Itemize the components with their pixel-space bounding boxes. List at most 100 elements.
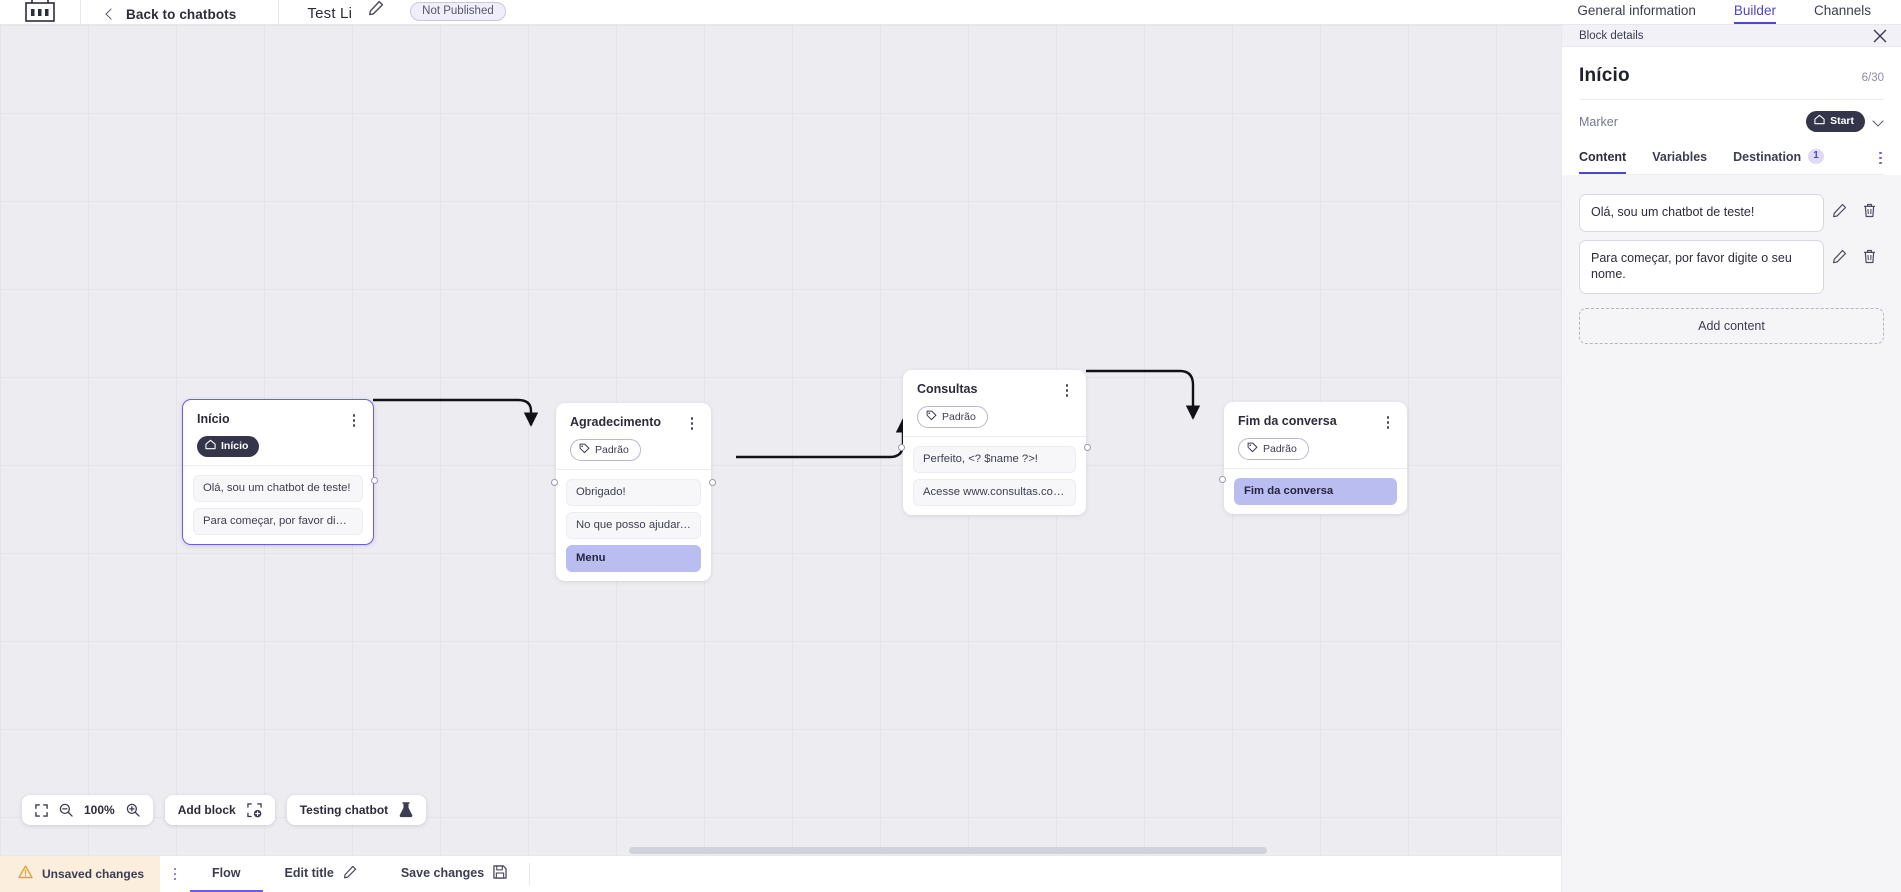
top-tabs: General information Builder Channels	[1577, 3, 1901, 24]
node-tag-label: Padrão	[1263, 442, 1297, 455]
tag-icon	[1247, 442, 1258, 456]
node-items: Fim da conversa	[1224, 469, 1407, 505]
node-tag-default: Padrão	[1238, 438, 1309, 460]
node-item[interactable]: Olá, sou um chatbot de teste!	[193, 475, 363, 502]
tab-general-information[interactable]: General information	[1577, 3, 1696, 18]
panel-tab-variables-label: Variables	[1652, 149, 1708, 164]
panel-char-count: 6/30	[1861, 72, 1884, 84]
flow-node-agradecimento[interactable]: Agradecimento Padrão Obrigado! No	[551, 403, 716, 581]
panel-tab-destination[interactable]: Destination 1	[1733, 142, 1824, 174]
node-header: Consultas	[903, 370, 1086, 399]
testing-chatbot-label: Testing chatbot	[299, 803, 389, 817]
node-input-port[interactable]	[1219, 476, 1226, 483]
panel-tabs: Content Variables Destination 1	[1579, 142, 1884, 175]
node-item[interactable]: Perfeito, <? $name ?>!	[913, 446, 1076, 473]
content-item-row: Olá, sou um chatbot de teste!	[1579, 194, 1884, 232]
node-item[interactable]: No que posso ajudar, <? $name ...	[566, 512, 701, 539]
kebab-menu-icon[interactable]	[685, 415, 699, 432]
node-item[interactable]: Acesse www.consultas.com par...	[913, 479, 1076, 506]
unsaved-changes-label: Unsaved changes	[42, 867, 145, 881]
node-item[interactable]: Para começar, por favor digite o ...	[193, 508, 363, 535]
save-disk-icon	[493, 864, 507, 882]
panel-header-label: Block details	[1579, 29, 1644, 42]
node-item[interactable]: Obrigado!	[566, 479, 701, 506]
panel-tab-destination-label: Destination	[1733, 149, 1802, 164]
status-tab-flow[interactable]: Flow	[190, 856, 263, 892]
status-bar-divider	[529, 863, 531, 885]
node-header: Agradecimento	[556, 403, 711, 432]
fit-screen-icon[interactable]	[35, 803, 48, 817]
save-changes-button[interactable]: Save changes	[379, 856, 529, 892]
zoom-in-icon[interactable]	[126, 803, 140, 817]
node-input-port[interactable]	[551, 479, 558, 486]
kebab-menu-icon[interactable]	[1381, 414, 1395, 431]
node-input-port[interactable]	[898, 444, 905, 451]
chevron-down-icon[interactable]	[1873, 116, 1884, 127]
pencil-icon[interactable]	[1824, 240, 1854, 264]
warning-triangle-icon	[18, 864, 33, 884]
panel-tab-variables[interactable]: Variables	[1652, 143, 1707, 174]
add-block-label: Add block	[177, 803, 236, 817]
content-item-text[interactable]: Olá, sou um chatbot de teste!	[1579, 194, 1824, 232]
node-item-fim[interactable]: Fim da conversa	[1234, 478, 1397, 505]
node-tag-row: Padrão	[1224, 431, 1407, 460]
status-bar-kebab-menu-icon[interactable]	[160, 856, 190, 892]
node-tag-default: Padrão	[570, 439, 641, 461]
flow-node-inicio[interactable]: Início Início Olá, sou um chatbot de tes…	[182, 399, 378, 545]
header-divider	[80, 0, 81, 24]
add-content-button[interactable]: Add content	[1579, 307, 1884, 344]
node-output-port[interactable]	[371, 477, 378, 484]
trash-icon[interactable]	[1854, 194, 1884, 218]
node-items: Perfeito, <? $name ?>! Acesse www.consul…	[903, 437, 1086, 506]
node-tag-label: Início	[221, 440, 249, 452]
flow-node-fim-da-conversa[interactable]: Fim da conversa Padrão Fim da conversa	[1219, 402, 1407, 514]
add-block-button[interactable]: Add block	[164, 795, 275, 825]
node-output-port[interactable]	[709, 479, 716, 486]
header-divider-2	[278, 0, 280, 24]
content-item-row: Para começar, por favor digite o seu nom…	[1579, 239, 1884, 294]
edit-title-button[interactable]: Edit title	[263, 856, 379, 892]
scrollbar-thumb[interactable]	[629, 847, 1267, 854]
node-item-menu[interactable]: Menu	[566, 545, 701, 572]
node-tag-row: Padrão	[903, 399, 1086, 428]
flow-node-consultas[interactable]: Consultas Padrão Perfeito, <? $name ?>!	[898, 370, 1091, 515]
trash-icon[interactable]	[1854, 240, 1884, 264]
testing-chatbot-button[interactable]: Testing chatbot	[286, 795, 427, 825]
panel-title-row: Início 6/30	[1579, 47, 1884, 100]
node-tag-row: Início	[183, 429, 373, 457]
panel-marker-row: Marker Start	[1579, 100, 1884, 142]
close-icon[interactable]	[1873, 29, 1887, 43]
tag-icon	[579, 443, 590, 457]
kebab-menu-icon[interactable]	[347, 412, 361, 429]
marker-select[interactable]: Start	[1806, 111, 1884, 132]
node-tag-label: Padrão	[942, 410, 976, 423]
marker-badge: Start	[1806, 111, 1865, 132]
kebab-menu-icon[interactable]	[1060, 382, 1074, 399]
top-header: Back to chatbots Test Li Not Published G…	[0, 0, 1901, 25]
zoom-out-icon[interactable]	[59, 803, 73, 817]
content-item-text[interactable]: Para começar, por favor digite o seu nom…	[1579, 239, 1824, 294]
tab-channels[interactable]: Channels	[1813, 3, 1871, 18]
pencil-icon[interactable]	[1824, 194, 1854, 218]
marker-label: Marker	[1579, 114, 1618, 129]
node-items: Obrigado! No que posso ajudar, <? $name …	[556, 470, 711, 572]
pencil-icon[interactable]	[368, 0, 384, 21]
bottom-status-bar: Unsaved changes Flow Edit title Save cha…	[0, 855, 1561, 892]
panel-block-title: Início	[1579, 65, 1630, 86]
node-tag-row: Padrão	[556, 432, 711, 461]
panel-tabs-overflow-kebab-menu-icon[interactable]	[1877, 143, 1884, 174]
chatbot-logo-icon[interactable]	[22, 0, 58, 23]
panel-body: Início 6/30 Marker Start	[1562, 47, 1901, 175]
node-title: Agradecimento	[570, 415, 661, 429]
back-to-chatbots-button[interactable]: Back to chatbots	[105, 7, 236, 22]
panel-header: Block details	[1562, 25, 1901, 47]
flow-canvas[interactable]: Início Início Olá, sou um chatbot de tes…	[0, 25, 1561, 855]
canvas-horizontal-scrollbar[interactable]	[0, 846, 1561, 855]
node-tag-default: Padrão	[917, 406, 988, 428]
home-icon	[205, 439, 216, 453]
home-icon	[1814, 114, 1825, 128]
panel-tab-content[interactable]: Content	[1579, 143, 1627, 174]
tab-builder[interactable]: Builder	[1733, 3, 1776, 24]
node-output-port[interactable]	[1084, 444, 1091, 451]
back-to-chatbots-label: Back to chatbots	[126, 7, 237, 22]
